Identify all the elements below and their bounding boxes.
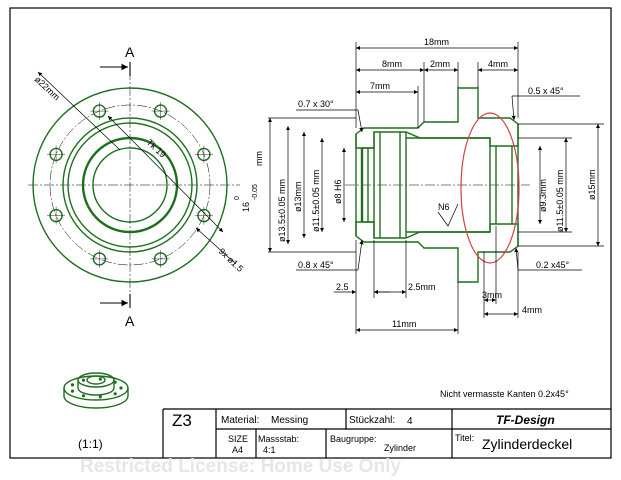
group-value: Zylinder [384,443,416,453]
dim-11mm: 11mm [392,319,416,329]
preview-hole [98,395,102,399]
dim-chamfer-top: 0.7 x 30° [298,99,334,109]
surface-symbol [437,203,459,227]
preview-scale: (1:1) [78,437,103,451]
highlight-ellipse [460,112,520,264]
watermark: Restricted License: Home Use Only [80,456,401,477]
dim-outer-diameter: ø22mm [33,74,62,102]
flange-outline [32,87,228,283]
title-value: Zylinderdeckel [482,436,572,452]
dim-8mm: 8mm [382,59,402,69]
preview-hole [113,392,117,396]
size-label: SIZE [228,434,248,444]
dim-dia-16-tol-top: 0 [234,196,241,200]
dim-holes: 9x ø1.5 [217,246,246,274]
section-mark-top: A [125,44,135,60]
dim-chamfer-right-top: 0.5 x 45° [528,86,564,96]
dim-chamfer-bottom-left: 0.8 x 45° [298,260,334,270]
preview-hole [70,383,75,387]
quantity-value: 4 [407,416,413,427]
section-view: 18mm 8mm 2mm 4mm 7mm 0.7 x 30° 0.5 x 45°… [234,37,604,334]
preview-hole [81,378,86,382]
dim-dia-8: ø8 H6 [333,179,343,204]
material-value: Messing [271,415,308,426]
dim-4mm-top: 4mm [488,59,508,69]
dim-dia-9-3: ø9.3mm [538,179,548,212]
scale-label: Massstab: [258,434,299,444]
title-block [162,408,611,458]
quantity-label: Stückzahl: [349,415,395,426]
surface-finish: N6 [438,202,450,212]
dim-dia-13-5: ø13.5±0.05 mm [277,179,287,242]
title-label: Titel: [455,433,474,443]
dim-dia-16-tol: -0.05 [252,184,259,200]
dim-dia-11-5-left: ø11.5±0.05 mm [311,170,321,232]
dim-7mm: 7mm [370,81,390,91]
scale-value: 4:1 [263,445,276,455]
dim-2-5-left: 2.5 [336,282,349,292]
dim-total-length: 18mm [424,37,449,47]
group-label: Baugruppe: [330,434,377,444]
size-value: A4 [232,445,243,455]
dim-chamfer-bottom-right: 0.2 x45° [536,260,570,270]
front-view: A A ø22mm Tk 19 9x ø1.5 [28,44,245,329]
preview-hole [98,377,102,381]
section-mark-bottom: A [125,313,135,329]
sheet-frame [9,7,612,459]
drawing-number: Z3 [172,411,192,430]
company-name: TF-Design [496,413,555,427]
material-label: Material: [221,415,259,426]
preview-hole [113,380,117,384]
dim-dia-15: ø15mm [587,169,597,200]
general-note: Nicht vermasste Kanten 0.2x45° [440,389,569,399]
dim-3mm: 3mm [482,290,502,300]
dim-2-5mm: 2.5mm [408,282,436,292]
dim-dia-16-unit: mm [254,151,264,166]
preview-hole [81,394,86,398]
preview-hole [70,389,75,393]
preview-3d [63,372,129,409]
dim-dia-13: ø13mm [293,181,303,212]
dim-dia-16: 16 [241,202,251,212]
dim-2mm: 2mm [430,59,450,69]
preview-hole [119,386,123,390]
dim-4mm-bottom: 4mm [522,305,542,315]
dim-dia-11-5-right: ø11.5±0.05 mm [555,170,565,232]
